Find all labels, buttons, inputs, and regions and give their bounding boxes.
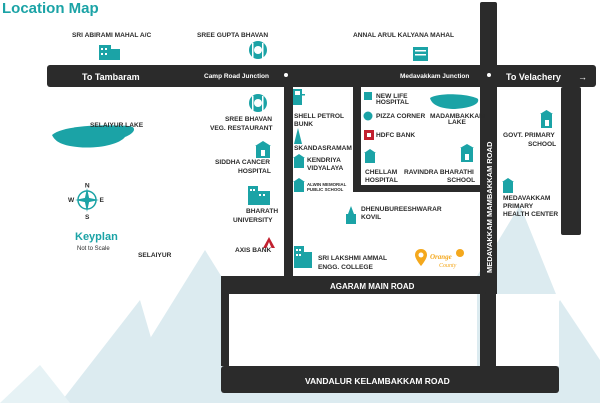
temple-icon (346, 206, 356, 224)
bank-icon (364, 130, 374, 140)
madambakkam-lake-shape (430, 94, 479, 109)
place-abirami: SRI ABIRAMI MAHAL A/C (72, 32, 151, 39)
place-pizza: PIZZA CORNER (376, 113, 425, 120)
school-icon (293, 178, 305, 192)
keyplan-note: Not to Scale (77, 246, 110, 252)
hospital-icon (502, 178, 514, 193)
restaurant-icon (249, 94, 267, 112)
place-axis: AXIS BANK (235, 247, 272, 254)
place-chellam-2: HOSPITAL (365, 177, 398, 184)
location-pin-icon (415, 249, 427, 266)
page-title: Location Map (2, 0, 99, 17)
place-annal: ANNAL ARUL KALYANA MAHAL (353, 32, 454, 39)
road-label-tambaram: To Tambaram (82, 72, 140, 82)
fuel-pump-icon (293, 89, 305, 105)
road-inner-3 (353, 185, 480, 192)
place-medavakkam-phc-3: HEALTH CENTER (503, 211, 558, 218)
road-label-velachery: To Velachery (506, 72, 561, 82)
junction-camp-road: Camp Road Junction (204, 73, 269, 80)
school-icon (293, 154, 305, 168)
compass-s: S (85, 214, 90, 221)
place-newlife-2: HOSPITAL (376, 99, 409, 106)
compass-w: W (68, 197, 75, 204)
place-shell-2: BUNK (294, 121, 313, 128)
building-icon (248, 186, 270, 205)
restaurant-icon (363, 111, 373, 121)
place-siddha-2: HOSPITAL (238, 168, 271, 175)
junction-dot-icon (487, 73, 491, 77)
restaurant-icon (249, 41, 267, 59)
junction-medavakkam: Medavakkam Junction (400, 73, 469, 80)
building-icon (99, 45, 120, 60)
place-sree-bhavan-2: VEG. RESTAURANT (210, 125, 273, 132)
place-medavakkam-phc: MEDAVAKKAM (503, 195, 551, 202)
place-dhenu: DHENUBUREESHWARAR (361, 206, 442, 213)
place-kendriya: KENDRIYA (307, 157, 341, 164)
place-hdfc: HDFC BANK (376, 132, 415, 139)
place-newlife: NEW LIFE (376, 93, 408, 100)
junction-dot-icon (284, 73, 288, 77)
road-label-vandalur: VANDALUR KELAMBAKKAM ROAD (305, 376, 450, 386)
building-icon (364, 92, 372, 100)
place-alwin: ALWIN MEMORIAL (307, 182, 347, 187)
place-kendriya-2: VIDYALAYA (307, 165, 344, 172)
place-medavakkam-phc-2: PRIMARY (503, 203, 534, 210)
road-label-medavakkam: MEDAVAKKAM MAMBAKKAM ROAD (485, 141, 494, 273)
place-sla: SRI LAKSHMI AMMAL (318, 255, 387, 262)
place-sla-2: ENGG. COLLEGE (318, 264, 374, 271)
place-sree-bhavan: SREE BHAVAN (225, 116, 272, 123)
place-madambakkam-2: LAKE (448, 119, 467, 126)
place-bharath-2: UNIVERSITY (233, 217, 273, 224)
place-ravindra: RAVINDRA BHARATHI (404, 169, 474, 176)
place-chellam: CHELLAM (365, 169, 398, 176)
building-icon (294, 246, 312, 268)
place-selaiyur-lake: SELAIYUR LAKE (90, 122, 144, 129)
road-inner-1 (284, 87, 293, 277)
place-alwin-2: PUBLIC SCHOOL (307, 187, 344, 192)
road-vandalur-kelambakkam (221, 366, 559, 393)
school-icon (540, 110, 553, 128)
place-govt-school: GOVT. PRIMARY (503, 132, 555, 139)
place-govt-school-2: SCHOOL (528, 141, 556, 148)
school-icon (460, 144, 474, 162)
road-network (47, 2, 596, 393)
road-label-agaram: AGARAM MAIN ROAD (330, 282, 415, 291)
compass-icon: N S E W (68, 183, 105, 222)
temple-icon (294, 128, 302, 144)
road-agaram (221, 276, 486, 294)
place-selaiyur: SELAIYUR (138, 252, 172, 259)
hospital-icon (364, 149, 376, 163)
compass-e: E (100, 197, 105, 204)
block-white (277, 294, 477, 366)
orange-county-logo-2: County (439, 263, 457, 269)
orange-county-logo-1: Orange (430, 253, 452, 261)
keyplan-label: Keyplan (75, 231, 118, 243)
place-dhenu-2: KOVIL (361, 214, 381, 221)
place-madambakkam: MADAMBAKKAM (430, 113, 485, 120)
hospital-icon (255, 141, 271, 158)
place-shell: SHELL PETROL (294, 113, 344, 120)
road-tambaram-velachery (47, 65, 596, 87)
place-bharath: BHARATH (246, 208, 278, 215)
road-inner-2 (353, 87, 361, 192)
selaiyur-lake-shape (52, 125, 135, 148)
building-icon (413, 47, 428, 61)
place-sree-gupta: SREE GUPTA BHAVAN (197, 32, 268, 39)
orange-county-sun-icon (456, 249, 464, 257)
arrow-right-icon: → (578, 72, 587, 82)
compass-n: N (85, 183, 90, 190)
place-skanda: SKANDASRAMAM (294, 145, 352, 152)
place-ravindra-2: SCHOOL (447, 177, 475, 184)
road-east-spur (561, 87, 581, 235)
place-siddha: SIDDHA CANCER (215, 159, 270, 166)
axis-bank-logo-icon (263, 237, 275, 248)
